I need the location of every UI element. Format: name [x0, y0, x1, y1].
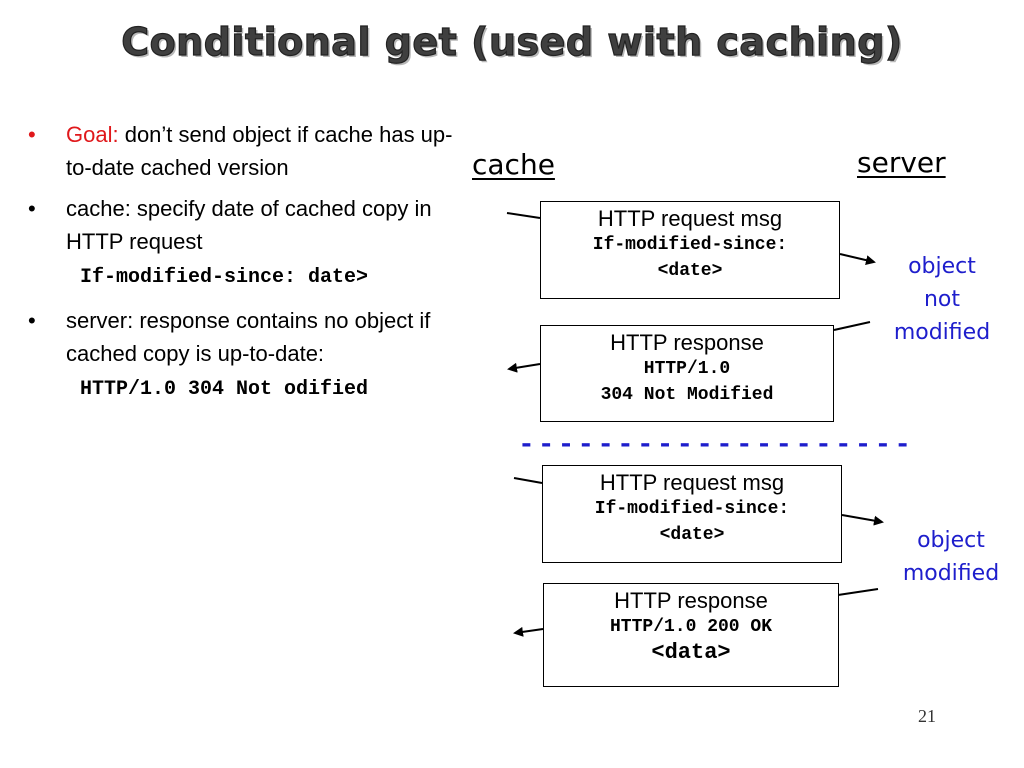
box-line: <date> [657, 261, 723, 281]
box-line: HTTP/1.0 [643, 359, 731, 379]
arrow-request-1-in [506, 212, 541, 219]
outcome-not-modified: object not modified [880, 250, 1004, 349]
response-box-2: HTTP response HTTP/1.0 200 OK <data> [543, 583, 839, 687]
page-number: 21 [918, 706, 936, 726]
code-http-304: HTTP/1.0 304 Not odified [80, 378, 369, 401]
box-line: <data> [651, 640, 731, 665]
bullet-cache: • cache: specify date of cached copy in … [22, 192, 462, 258]
bullet-dot-icon: • [28, 308, 36, 333]
outcome-line: object [908, 254, 976, 279]
dashed-separator: -------------------- [518, 430, 915, 460]
arrow-response-2-in [837, 588, 879, 596]
server-label: server [857, 146, 946, 179]
arrow-response-2-out [513, 626, 544, 637]
bullet-dot-icon: • [28, 196, 36, 221]
bullet-server: • server: response contains no object if… [22, 304, 462, 370]
bullet-list: • Goal: don’t send object if cache has u… [22, 118, 462, 416]
outcome-line: modified [902, 561, 1000, 586]
arrow-response-1-in [833, 321, 871, 331]
code-if-modified-since: If-modified-since: date> [80, 266, 369, 289]
box-line: HTTP/1.0 200 OK [609, 617, 773, 637]
box-line: If-modified-since: [592, 235, 788, 255]
outcome-modified: object modified [886, 524, 1016, 590]
box-line: HTTP response [610, 330, 764, 355]
box-line: HTTP request msg [597, 206, 783, 231]
bullet-text: don’t send object if cache has up-to-dat… [66, 122, 453, 180]
outcome-line: not [923, 287, 961, 312]
arrow-request-2-in [513, 477, 543, 484]
cache-label: cache [472, 148, 555, 181]
bullet-text: cache: specify date of cached copy in HT… [66, 196, 432, 254]
box-line: HTTP request msg [599, 470, 785, 495]
outcome-line: object [917, 528, 985, 553]
box-line: <date> [659, 525, 725, 545]
bullet-text: server: response contains no object if c… [66, 308, 431, 366]
bullet-dot-icon: • [28, 122, 36, 147]
goal-label: Goal: [66, 122, 119, 147]
box-line: If-modified-since: [594, 499, 790, 519]
request-box-2: HTTP request msg If-modified-since: <dat… [542, 465, 842, 563]
arrow-response-1-out [507, 362, 541, 373]
arrow-request-1-out [839, 253, 876, 266]
response-box-1: HTTP response HTTP/1.0 304 Not Modified [540, 325, 834, 422]
bullet-goal: • Goal: don’t send object if cache has u… [22, 118, 462, 184]
request-box-1: HTTP request msg If-modified-since: <dat… [540, 201, 840, 299]
outcome-line: modified [893, 320, 991, 345]
arrow-request-2-out [841, 514, 884, 526]
box-line: HTTP response [614, 588, 768, 613]
box-line: 304 Not Modified [600, 385, 774, 405]
slide-title: Conditional get (used with caching) [121, 19, 903, 64]
